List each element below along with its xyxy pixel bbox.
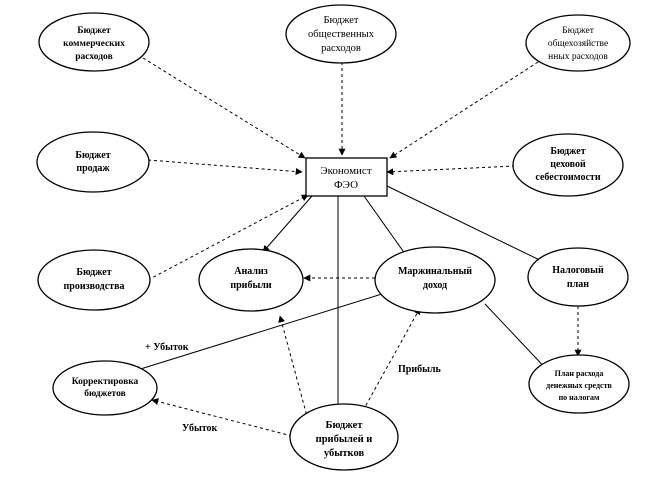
node-production-line-1: Бюджет	[76, 267, 111, 278]
edge-economist-to-marginal	[363, 195, 409, 259]
node-tax-plan: Налоговый план	[527, 247, 629, 307]
node-cash-line-2: денежных средств	[546, 381, 612, 390]
edge-label-plus-loss: + Убыток	[145, 342, 189, 353]
edge-pnl-to-marginal	[359, 307, 421, 417]
node-public-line-1: Бюджет	[323, 15, 358, 26]
node-sales-budget: Бюджет продаж	[36, 131, 150, 193]
node-cash-line-1: План расхода	[555, 369, 604, 378]
node-pnl-budget: Бюджет прибылей и убытков	[289, 403, 399, 471]
edge-sales-to-economist	[147, 159, 303, 175]
node-commercial-line-3: расходов	[75, 52, 112, 62]
node-public-line-3: расходов	[321, 43, 361, 54]
edge-marginal-to-cash	[484, 303, 552, 375]
node-tax-line-1: Налоговый	[552, 265, 604, 276]
edge-economist-to-analysis	[262, 195, 313, 253]
node-public-line-2: общественных	[308, 29, 375, 40]
edge-label-profit: Прибыль	[398, 364, 442, 375]
edge-pnl-to-analysis	[278, 315, 309, 421]
node-marginal-income: Маржинальный доход	[374, 246, 496, 314]
node-pnl-line-1: Бюджет	[326, 420, 364, 431]
node-correction-line-1: Корректировка	[72, 377, 139, 387]
edge-pnl-to-correction	[151, 398, 293, 437]
node-analysis-line-2: прибыли	[230, 280, 272, 291]
edge-marginal-to-correction	[133, 293, 383, 373]
node-workshop-line-3: себестоимости	[535, 172, 600, 183]
node-commercial-line-1: Бюджет	[77, 26, 111, 36]
node-commercial-budget: Бюджет коммерческих расходов	[38, 12, 150, 72]
edge-label-loss: Убыток	[182, 423, 218, 434]
node-general-budget: Бюджет общехозяйстве нных расходов	[525, 14, 631, 72]
node-general-line-2: общехозяйстве	[548, 38, 608, 49]
node-economist-line-2: ФЭО	[334, 179, 358, 191]
node-pnl-line-2: прибылей и	[316, 434, 373, 445]
node-pnl-line-3: убытков	[324, 448, 365, 459]
edge-general-to-economist	[389, 61, 539, 159]
node-commercial-line-2: коммерческих	[63, 39, 125, 49]
node-marginal-line-1: Маржинальный	[398, 266, 472, 277]
node-general-line-1: Бюджет	[562, 26, 595, 36]
node-marginal-line-2: доход	[423, 280, 447, 291]
node-economist-line-1: Экономист	[320, 165, 371, 177]
node-profit-analysis: Анализ прибыли	[198, 248, 304, 312]
edge-production-to-economist	[147, 194, 309, 281]
node-workshop-cost-budget: Бюджет цеховой себестоимости	[512, 133, 624, 197]
node-tax-cash-plan: План расхода денежных средств по налогам	[528, 354, 630, 414]
node-sales-line-2: продаж	[76, 163, 110, 174]
node-general-line-3: нных расходов	[548, 52, 608, 62]
node-production-budget: Бюджет производства	[37, 249, 151, 311]
node-correction-line-2: бюджетов	[84, 388, 125, 399]
node-economist: Экономист ФЭО	[305, 157, 388, 197]
node-public-budget: Бюджет общественных расходов	[285, 4, 397, 64]
edge-economist-to-tax	[386, 185, 553, 267]
node-analysis-line-1: Анализ	[234, 266, 267, 277]
node-workshop-line-2: цеховой	[550, 159, 586, 170]
edges	[133, 57, 582, 437]
node-workshop-line-1: Бюджет	[550, 146, 585, 157]
node-sales-line-1: Бюджет	[75, 150, 110, 161]
node-tax-line-2: план	[567, 279, 589, 290]
node-production-line-2: производства	[64, 281, 125, 292]
node-budget-correction: Корректировка бюджетов	[52, 360, 158, 416]
node-cash-line-3: по налогам	[559, 393, 600, 402]
edge-workshop-to-economist	[386, 165, 516, 176]
edge-commercial-to-economist	[142, 57, 306, 159]
